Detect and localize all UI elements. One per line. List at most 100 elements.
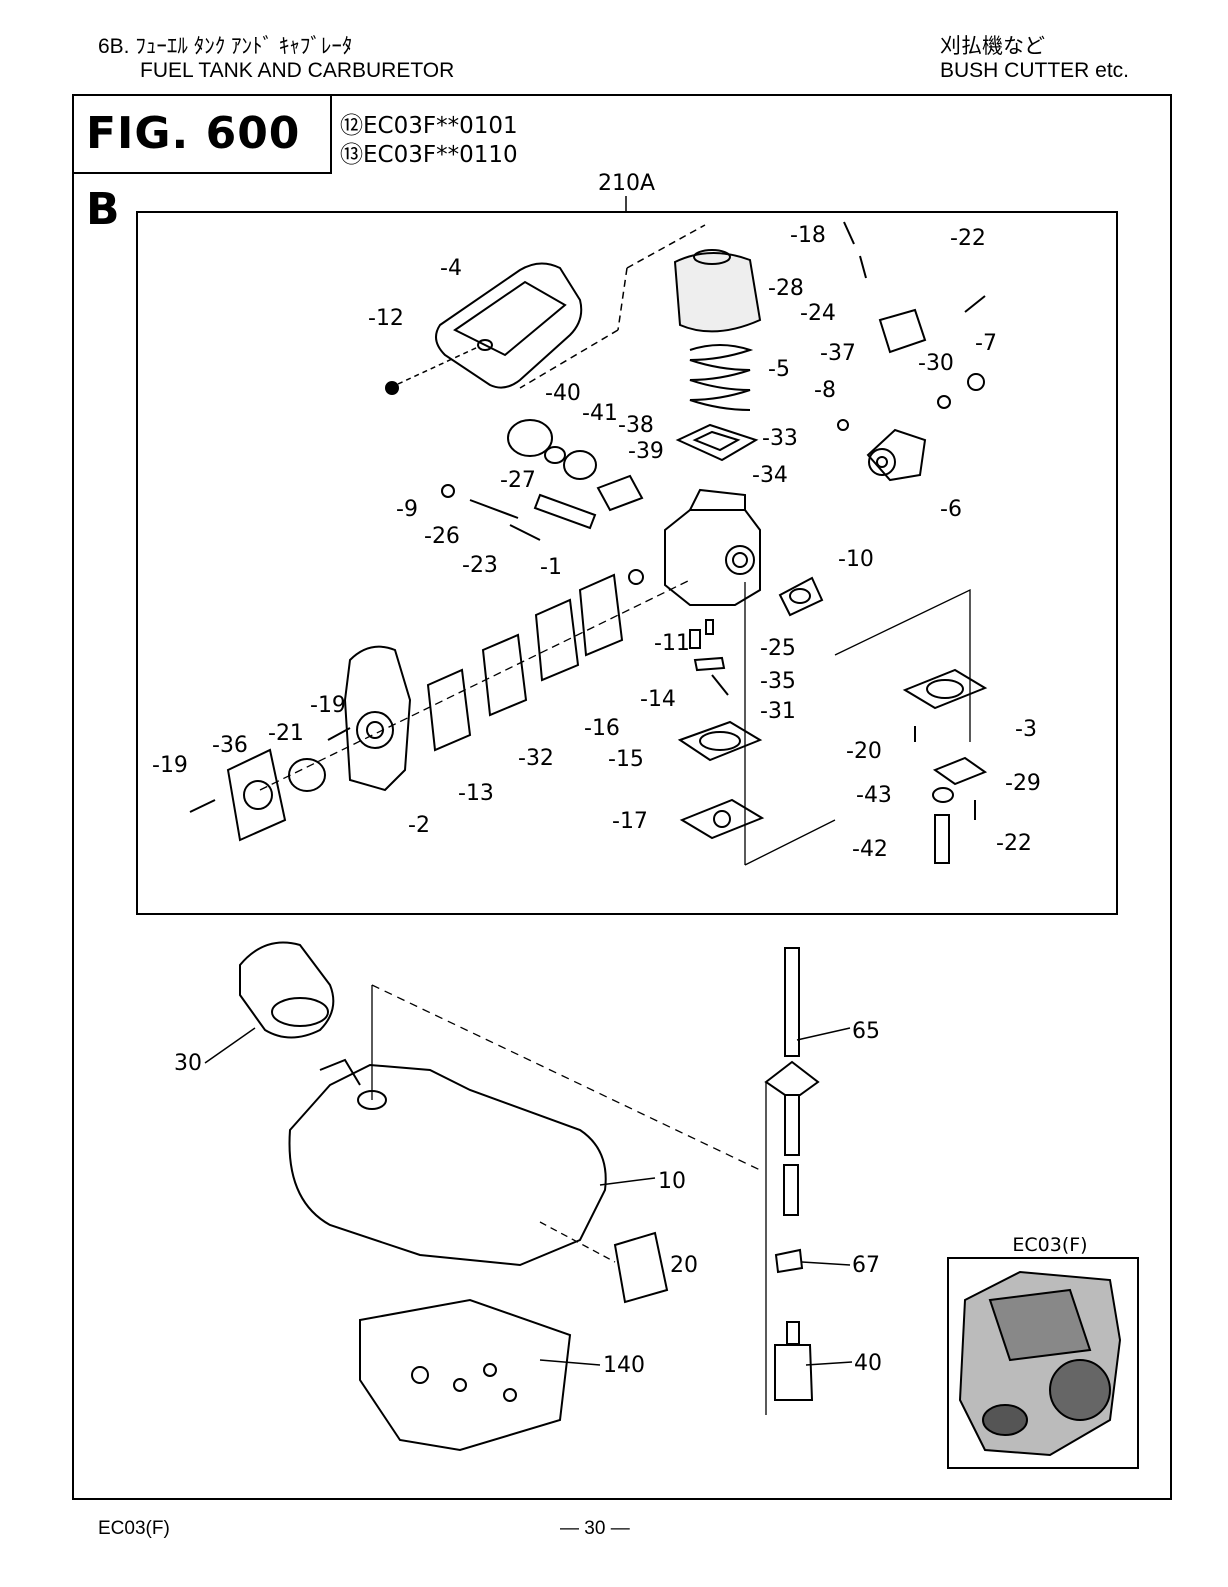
figure-label: FIG. 600 B bbox=[72, 94, 332, 235]
part-label: -16 bbox=[584, 716, 620, 741]
fuel-pipe bbox=[764, 947, 820, 1216]
screw-22-top bbox=[964, 295, 986, 313]
clip-8 bbox=[837, 419, 849, 431]
screw-7 bbox=[967, 373, 985, 391]
part-label: -32 bbox=[518, 746, 554, 771]
part-label: -40 bbox=[545, 381, 581, 406]
spring-24 bbox=[859, 255, 867, 279]
screw-1 bbox=[628, 569, 644, 585]
fuel-cap bbox=[239, 941, 335, 1039]
air-filter-element bbox=[673, 249, 762, 333]
part-label: -15 bbox=[608, 747, 644, 772]
plate-29 bbox=[932, 756, 988, 786]
spring bbox=[689, 344, 754, 411]
part-label: 65 bbox=[852, 1019, 880, 1044]
header-title-jp: 6B. ﾌｭｰｴﾙ ﾀﾝｸ ｱﾝﾄﾞ ｷｬﾌﾞﾚｰﾀ bbox=[98, 35, 353, 58]
cover-screw bbox=[385, 346, 479, 395]
part-label: -43 bbox=[856, 783, 892, 808]
part-label: -4 bbox=[440, 256, 462, 281]
valve-39 bbox=[596, 474, 644, 512]
part-label: -29 bbox=[1005, 771, 1041, 796]
part-label: -8 bbox=[814, 378, 836, 403]
pin-31 bbox=[711, 674, 729, 696]
part-label: -21 bbox=[268, 721, 304, 746]
part-label: 40 bbox=[854, 1351, 882, 1376]
diaphragm-gasket-14 bbox=[578, 573, 624, 657]
part-label: -39 bbox=[628, 439, 664, 464]
photo-label: EC03(F) bbox=[1012, 1234, 1088, 1256]
diaphragm-gasket-32 bbox=[481, 633, 528, 717]
screen-41 bbox=[544, 446, 566, 464]
carburetor-body bbox=[664, 488, 761, 606]
part-label: -26 bbox=[424, 524, 460, 549]
insulator bbox=[778, 576, 824, 617]
screw-9 bbox=[441, 484, 455, 498]
part-label: -18 bbox=[790, 223, 826, 248]
model-code-12: ⑫EC03F**0101 bbox=[340, 113, 518, 139]
fuel-pump-diaphragm-40 bbox=[507, 419, 553, 457]
part-label: -27 bbox=[500, 468, 536, 493]
bracket-37 bbox=[878, 308, 927, 354]
part-label: -33 bbox=[762, 426, 798, 451]
seal-21 bbox=[288, 758, 326, 792]
model-code-13: ⑬EC03F**0110 bbox=[340, 142, 518, 168]
pump-cover bbox=[343, 645, 412, 792]
assembly-label: 210A bbox=[598, 171, 655, 196]
screw-18 bbox=[843, 221, 855, 245]
part-label: -13 bbox=[458, 781, 494, 806]
part-label: -9 bbox=[396, 497, 418, 522]
cover-plate bbox=[226, 748, 287, 842]
needle-26 bbox=[469, 499, 519, 519]
part-label: -34 bbox=[752, 463, 788, 488]
part-label: -28 bbox=[768, 276, 804, 301]
part-label: -22 bbox=[996, 831, 1032, 856]
carburetor-part-labels: -4 -12 -28 -18 -24 -22 -37 -7 -30 -5 -8 … bbox=[152, 223, 1041, 862]
header-title-en: FUEL TANK AND CARBURETOR bbox=[140, 59, 455, 82]
needle-11 bbox=[689, 629, 701, 649]
spring-23 bbox=[509, 524, 541, 541]
fuel-tank bbox=[288, 1058, 607, 1267]
part-label: -23 bbox=[462, 553, 498, 578]
part-label: -38 bbox=[618, 413, 654, 438]
washer-30 bbox=[937, 395, 951, 409]
diaphragm-gasket-16 bbox=[534, 598, 580, 682]
tank-guard bbox=[359, 1298, 572, 1452]
part-label: -5 bbox=[768, 357, 790, 382]
lever-35 bbox=[693, 656, 726, 672]
part-label: 67 bbox=[852, 1253, 880, 1278]
air-cleaner-cover bbox=[435, 262, 583, 389]
part-label: 10 bbox=[658, 1169, 686, 1194]
part-label: -25 bbox=[760, 636, 796, 661]
part-label: -6 bbox=[940, 497, 962, 522]
pin-27 bbox=[533, 493, 597, 530]
part-label: -10 bbox=[838, 547, 874, 572]
part-label: 140 bbox=[603, 1353, 645, 1378]
screw-19-right bbox=[327, 727, 351, 741]
gasket-3 bbox=[902, 668, 988, 710]
part-label: -22 bbox=[950, 226, 986, 251]
part-label: -19 bbox=[310, 693, 346, 718]
engine-photo bbox=[958, 1270, 1122, 1457]
gasket-top bbox=[675, 423, 759, 462]
part-label: -30 bbox=[918, 351, 954, 376]
diaphragm-gasket-13 bbox=[426, 668, 472, 752]
part-label: -20 bbox=[846, 739, 882, 764]
gasket-15 bbox=[677, 720, 763, 762]
carburetor-assembly-box bbox=[136, 211, 1118, 915]
pin-25 bbox=[705, 619, 714, 635]
part-label: -1 bbox=[540, 555, 562, 580]
adjuster-42 bbox=[934, 814, 950, 864]
header-category-en: BUSH CUTTER etc. bbox=[940, 59, 1130, 82]
model-codes: ⑫EC03F**0101 ⑬EC03F**0110 bbox=[340, 112, 518, 170]
diaphragm-17 bbox=[679, 798, 765, 840]
part-label: -11 bbox=[654, 631, 690, 656]
screw-19-left bbox=[189, 799, 216, 813]
tank-part-labels: 30 65 10 20 67 140 40 bbox=[174, 1019, 882, 1378]
hose-clip bbox=[774, 1248, 804, 1274]
part-label: -3 bbox=[1015, 717, 1037, 742]
part-label: -35 bbox=[760, 669, 796, 694]
throttle-assembly bbox=[866, 428, 927, 482]
part-label: -24 bbox=[800, 301, 836, 326]
part-label: -41 bbox=[582, 401, 618, 426]
